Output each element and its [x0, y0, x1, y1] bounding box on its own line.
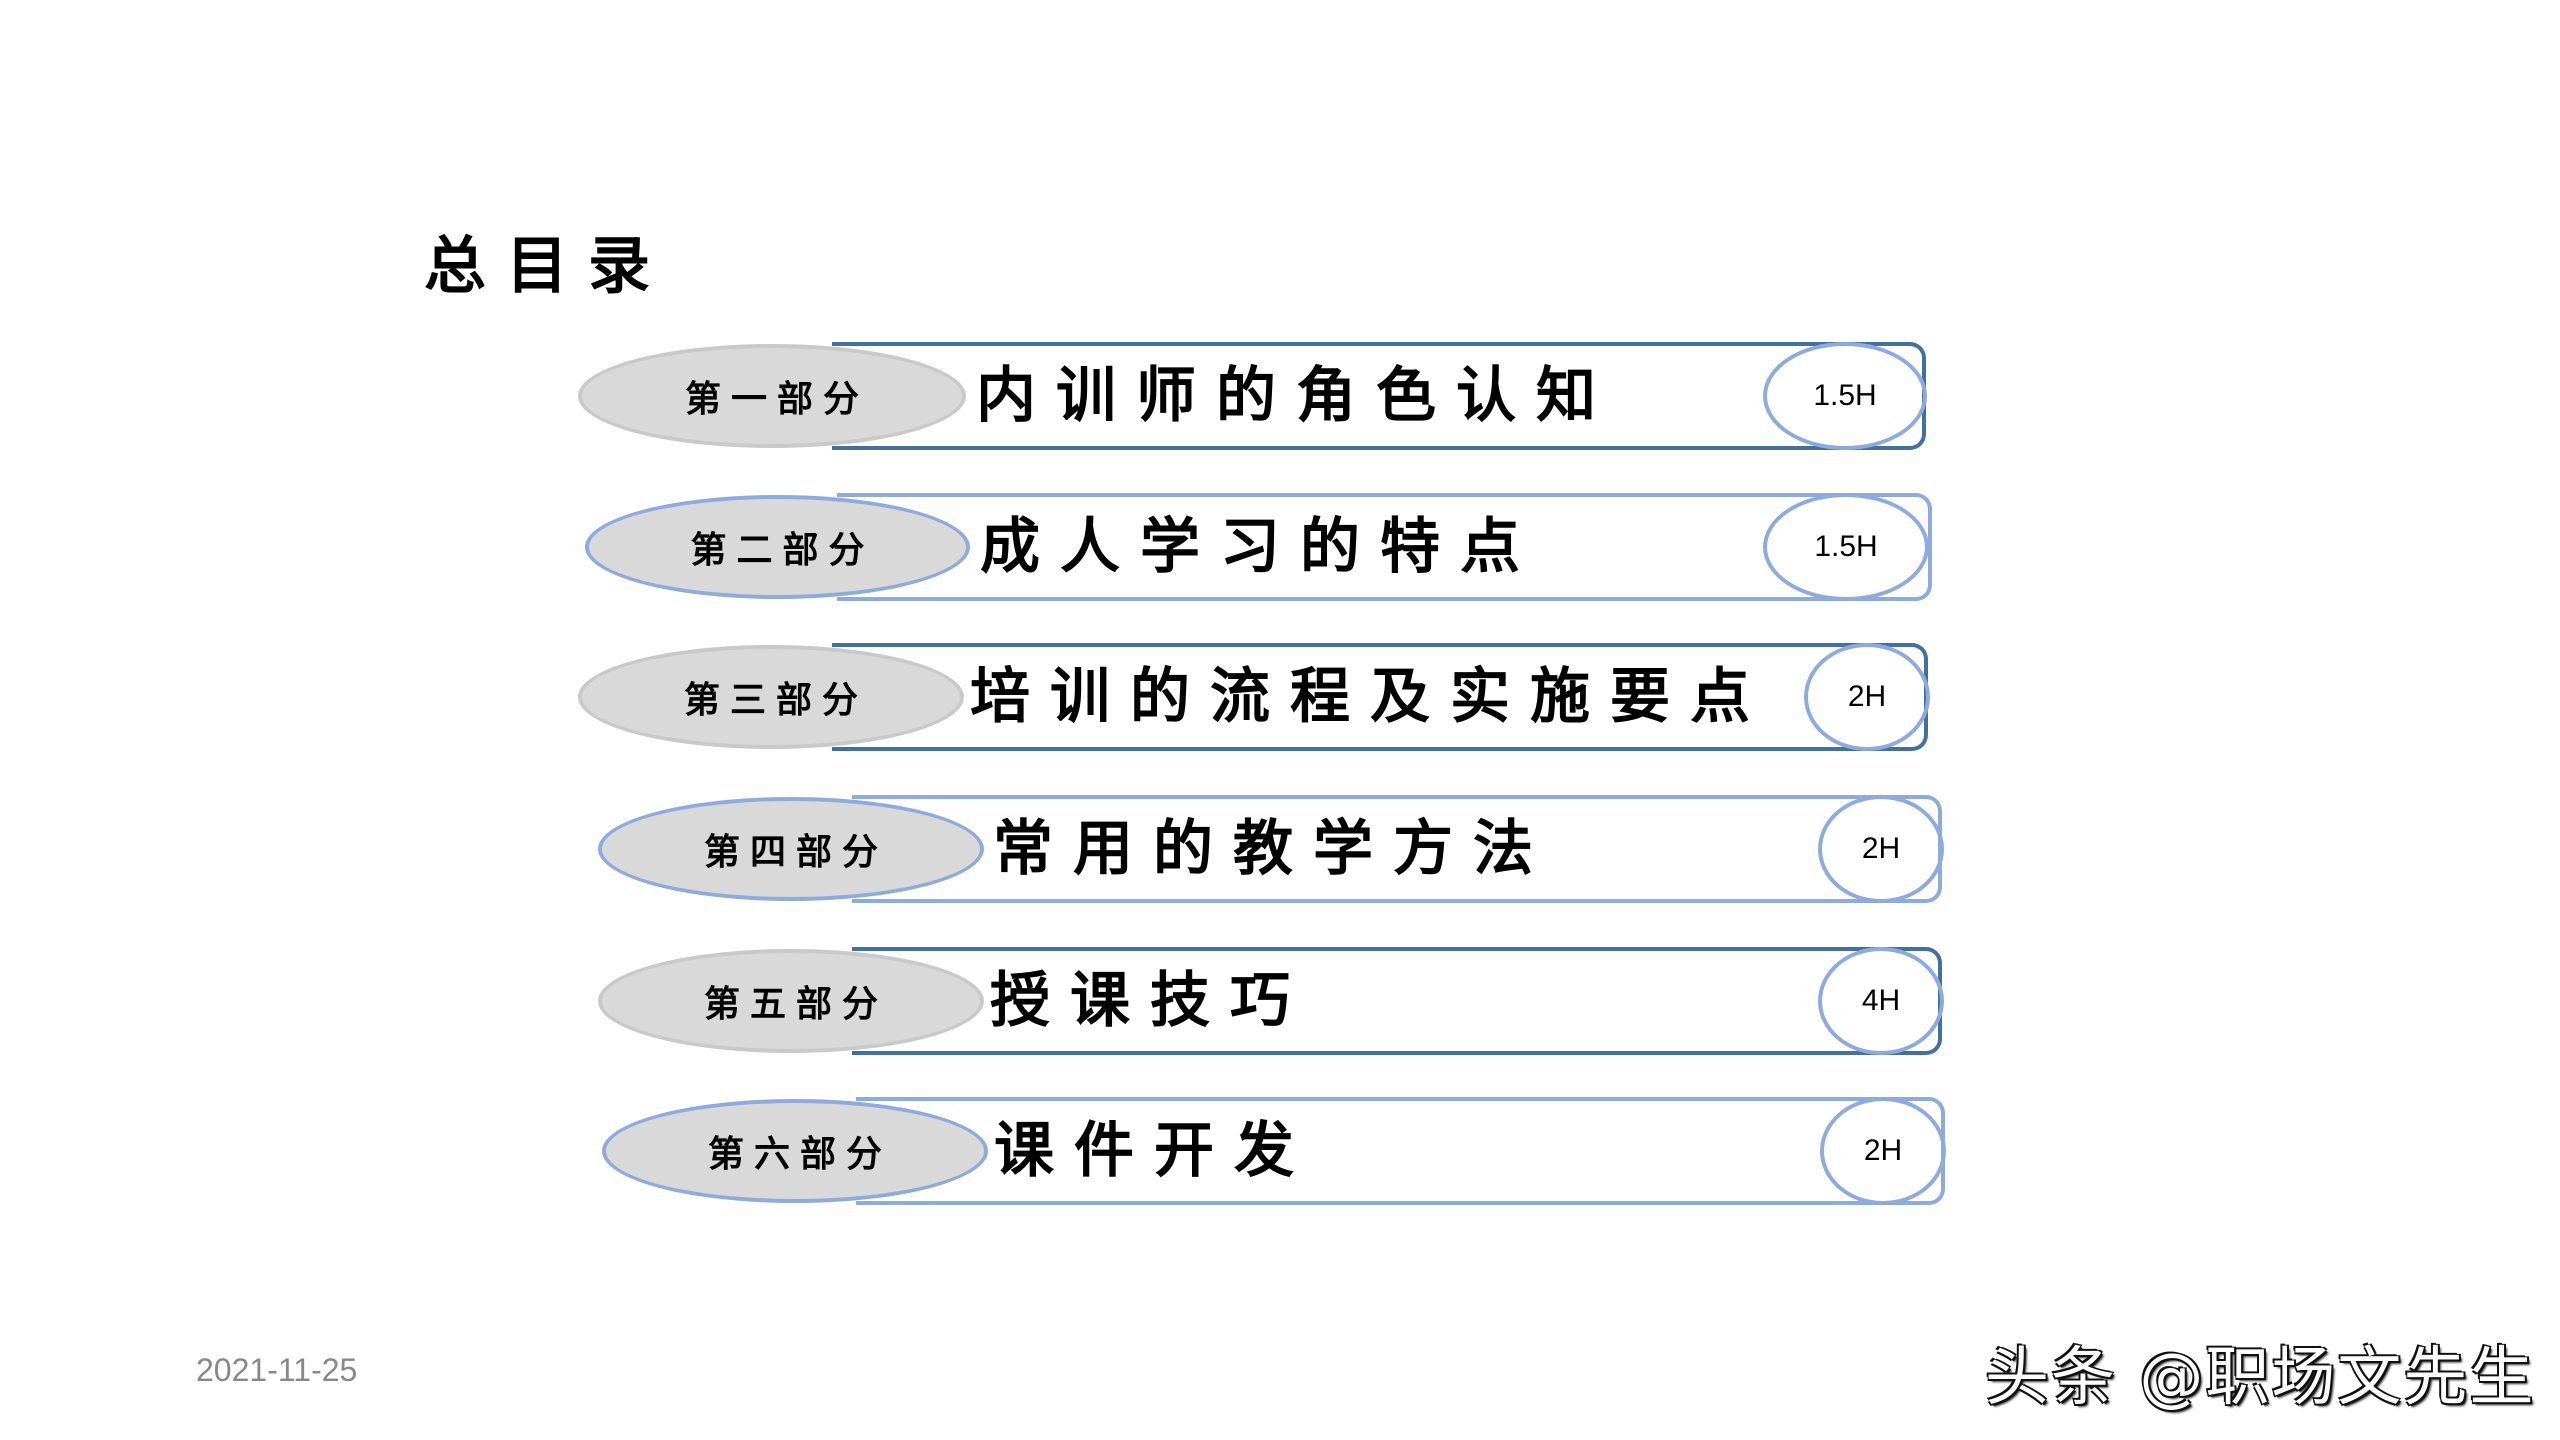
part-oval: 第一部分 — [578, 344, 966, 448]
part-oval: 第三部分 — [578, 645, 964, 749]
section-bar — [852, 947, 1942, 1055]
part-oval: 第四部分 — [598, 797, 984, 901]
hours-label: 2H — [1861, 832, 1901, 865]
part-label: 第三部分 — [683, 679, 868, 721]
section-bar — [832, 643, 1928, 751]
section-row-4: 第四部分 常用的教学方法 2H — [598, 795, 1944, 903]
section-row-5: 第五部分 授课技巧 4H — [598, 947, 1944, 1055]
hours-badge: 1.5H — [1763, 342, 1927, 450]
section-row-6: 第六部分 课件开发 2H — [602, 1097, 1947, 1205]
section-row-1: 第一部分 内训师的角色认知 1.5H — [578, 342, 1928, 450]
part-label: 第六部分 — [707, 1133, 892, 1175]
page-title: 总目录 — [424, 229, 671, 302]
section-topic: 内训师的角色认知 — [976, 361, 1616, 431]
hours-label: 1.5H — [1813, 379, 1877, 412]
part-label: 第四部分 — [703, 831, 888, 873]
hours-badge: 2H — [1818, 795, 1944, 903]
slide-date: 2021-11-25 — [196, 1352, 358, 1388]
section-bar — [856, 1097, 1945, 1205]
section-row-2: 第二部分 成人学习的特点 1.5H — [585, 493, 1935, 601]
watermark: 头条 @职场文先生 — [1985, 1341, 2536, 1415]
part-oval: 第二部分 — [585, 495, 970, 599]
part-oval: 第五部分 — [598, 949, 984, 1053]
section-topic: 课件开发 — [994, 1116, 1314, 1186]
section-topic: 授课技巧 — [990, 966, 1310, 1036]
section-row-3: 第三部分 培训的流程及实施要点 2H — [578, 643, 1930, 751]
hours-label: 2H — [1847, 680, 1887, 713]
part-oval: 第六部分 — [602, 1099, 988, 1203]
section-topic: 培训的流程及实施要点 — [970, 662, 1770, 732]
part-label: 第二部分 — [690, 529, 875, 571]
part-label: 第五部分 — [703, 983, 888, 1025]
section-bar — [832, 342, 1926, 450]
hours-label: 1.5H — [1814, 530, 1878, 563]
hours-label: 4H — [1861, 984, 1901, 1017]
part-label: 第一部分 — [684, 378, 869, 420]
hours-badge: 1.5H — [1763, 493, 1929, 601]
section-topic: 常用的教学方法 — [993, 814, 1553, 884]
hours-badge: 4H — [1818, 947, 1944, 1055]
hours-badge: 2H — [1820, 1097, 1946, 1205]
section-bar — [852, 795, 1942, 903]
section-topic: 成人学习的特点 — [980, 512, 1540, 582]
hours-label: 2H — [1863, 1134, 1903, 1167]
section-bar — [837, 493, 1932, 601]
hours-badge: 2H — [1804, 643, 1930, 751]
